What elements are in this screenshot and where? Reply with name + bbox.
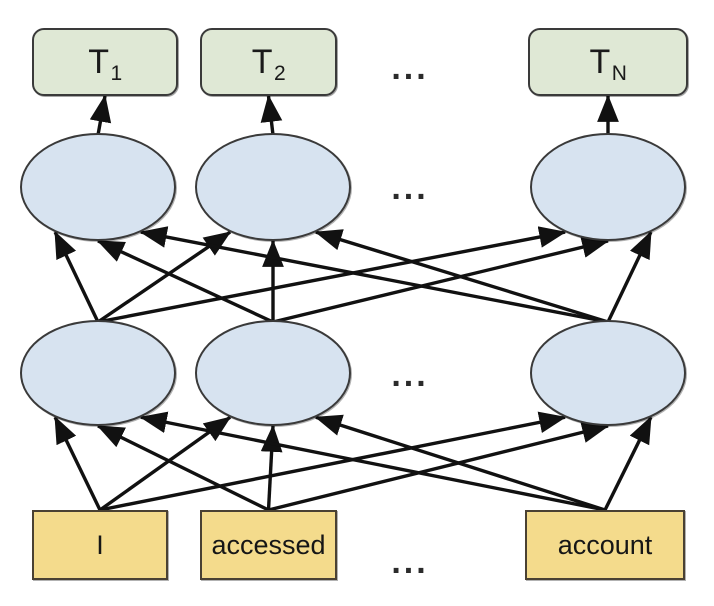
edge-group-hidden-upper-to-output <box>89 94 619 136</box>
input-node-token-1-label: I <box>96 529 104 560</box>
edge-h1-1-to-h2-1 <box>53 230 100 323</box>
input-layer-ellipsis: ... <box>391 543 429 581</box>
hidden-lower-node-2[interactable] <box>195 320 351 426</box>
input-node-token-2[interactable]: accessed <box>200 510 337 580</box>
edge-h1-1-to-h2-3 <box>97 226 567 324</box>
hidden-lower-layer-ellipsis: ... <box>391 356 429 394</box>
output-node-tn-label: TN <box>589 43 628 85</box>
edge-h2-2-to-T2 <box>260 94 283 136</box>
edge-h1-3-to-h2-2 <box>314 229 609 324</box>
edge-tok1-to-h1-1 <box>53 416 102 511</box>
edge-group-hidden-lower-to-upper <box>53 226 653 324</box>
output-node-tn[interactable]: TN <box>528 28 688 96</box>
edge-tokN-to-h1-2 <box>314 414 606 512</box>
edge-group-input-to-hidden-lower <box>53 411 653 512</box>
input-node-token-1[interactable]: I <box>32 510 168 580</box>
output-layer-ellipsis: ... <box>391 49 429 87</box>
output-node-t1[interactable]: T1 <box>32 28 178 96</box>
input-node-token-2-label: accessed <box>211 529 326 560</box>
output-node-t2[interactable]: T2 <box>200 28 337 96</box>
edge-tok1-to-h1-2 <box>99 415 232 512</box>
edge-h1-1-to-h2-2 <box>97 230 232 324</box>
hidden-lower-node-1[interactable] <box>20 320 176 426</box>
edge-tokN-to-h1-1 <box>139 411 606 512</box>
edge-tok1-to-h1-3 <box>99 411 567 512</box>
edge-h1-2-to-h2-1 <box>96 239 274 324</box>
hidden-upper-node-2[interactable] <box>195 133 351 241</box>
hidden-lower-node-3[interactable] <box>530 320 686 426</box>
edge-h1-3-to-h2-3 <box>606 230 653 323</box>
edge-tok2-to-h1-3 <box>268 421 610 512</box>
hidden-upper-node-1[interactable] <box>20 133 176 241</box>
output-node-t1-label: T1 <box>88 43 123 85</box>
edge-tok2-to-h1-2 <box>260 424 283 511</box>
edge-tokN-to-h1-3 <box>603 416 653 511</box>
edge-h1-2-to-h2-3 <box>272 236 610 324</box>
edge-tok2-to-h1-1 <box>96 424 270 512</box>
hidden-upper-layer-ellipsis: ... <box>391 169 429 207</box>
edge-h2-1-to-T1 <box>89 94 112 136</box>
input-node-token-n-label: account <box>557 529 653 560</box>
hidden-upper-node-3[interactable] <box>530 133 686 241</box>
input-node-token-n[interactable]: account <box>525 510 685 580</box>
output-node-t2-label: T2 <box>251 43 287 85</box>
edge-h1-3-to-h2-1 <box>139 226 609 324</box>
